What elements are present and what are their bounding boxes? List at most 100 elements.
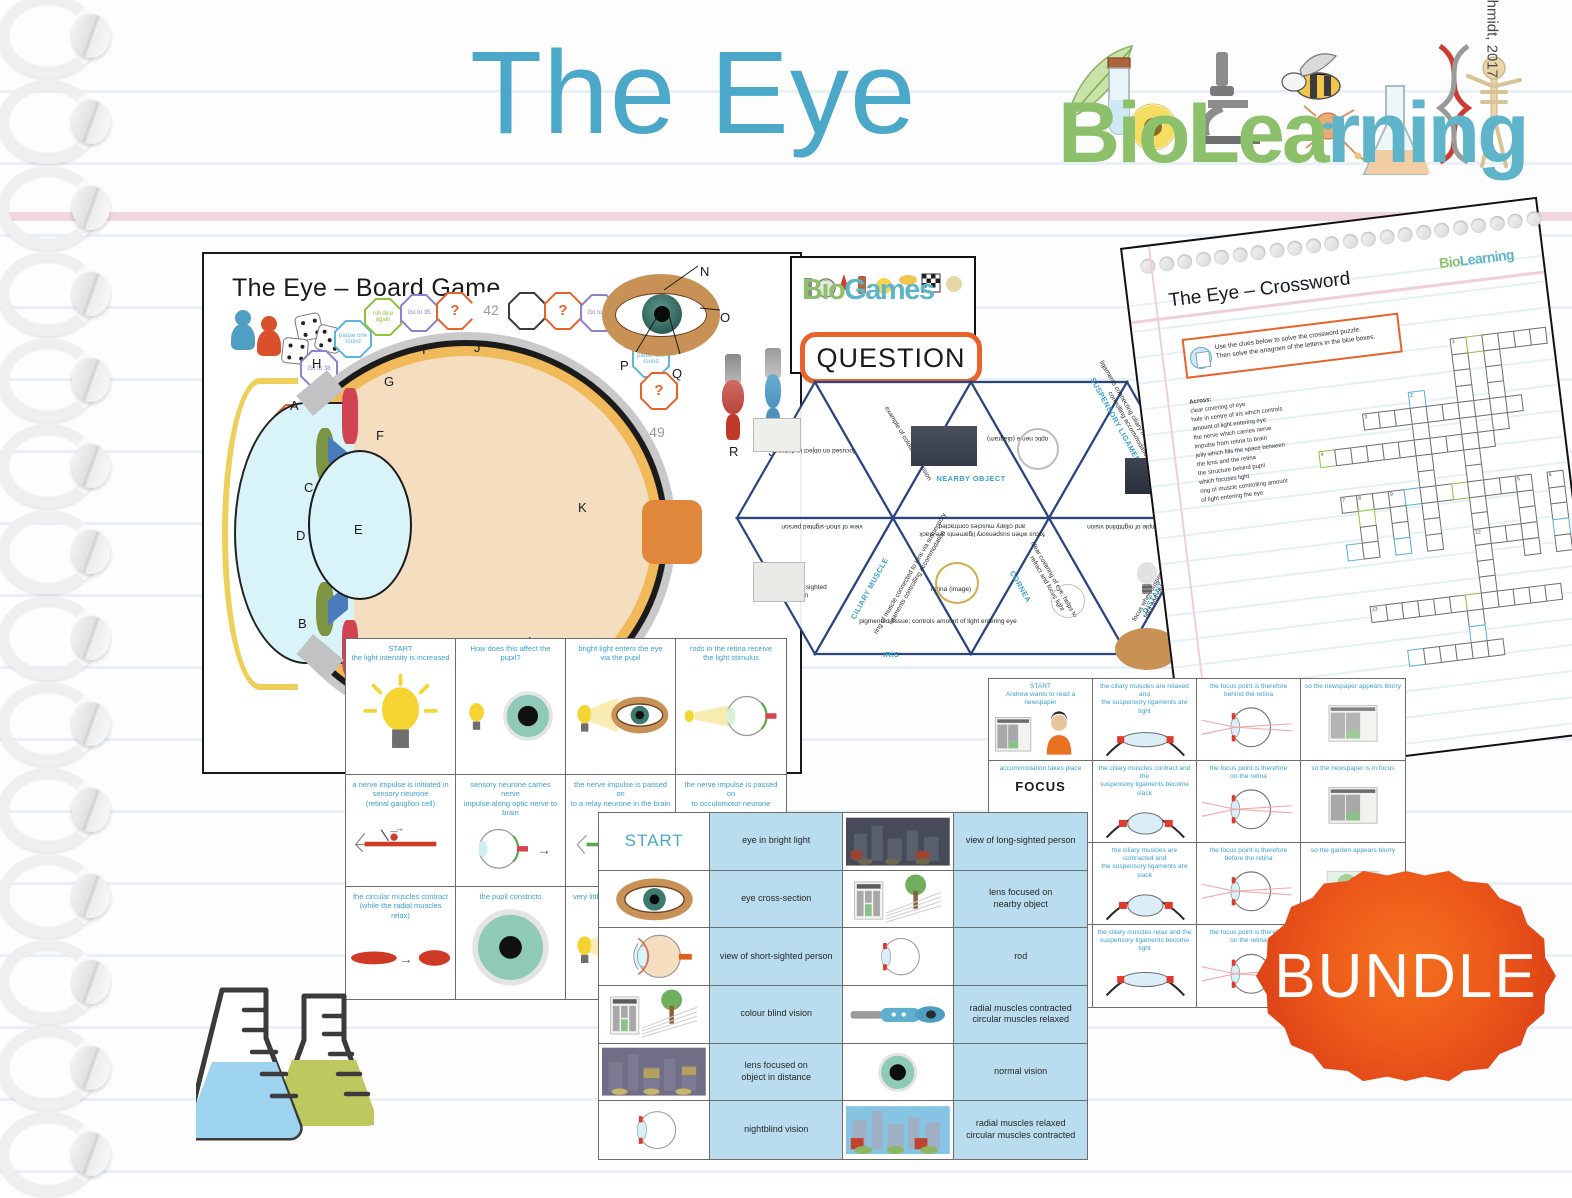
loop-cell-text[interactable]: radial muscles relaxed circular muscles …: [954, 1101, 1087, 1159]
margin-line: [0, 212, 1572, 221]
sequence-card-text: bright light enters the eye via the pupi…: [578, 644, 663, 663]
crossword-cell[interactable]: [1544, 582, 1564, 602]
board-space-label: pause one round: [336, 322, 370, 356]
sequence-card[interactable]: sensory neurone carries nerve impulse al…: [456, 774, 566, 887]
sequence-card[interactable]: the circular muscles contract (while the…: [346, 886, 456, 999]
board-space-label: ?: [642, 374, 676, 408]
board-space-num[interactable]: 42: [472, 292, 510, 330]
loop-cell-image[interactable]: [599, 928, 711, 986]
loop-cell-text[interactable]: lens focused on nearby object: [954, 870, 1087, 929]
board-space-q[interactable]: ?: [436, 292, 474, 330]
accommodation-card-art-lens-round: [1096, 880, 1193, 924]
board-space-pause[interactable]: pause one round: [334, 320, 372, 358]
sequence-card-text: the nerve impulse is passed on to a rela…: [570, 779, 671, 808]
sequence-card[interactable]: the pupil constricts: [456, 886, 566, 999]
loop-cell-image[interactable]: [843, 928, 955, 986]
loop-cell-start[interactable]: START: [599, 813, 711, 871]
crossword-cell[interactable]: [1393, 536, 1413, 556]
crossword-cell[interactable]: [1425, 532, 1445, 552]
loop-cell-text[interactable]: nightblind vision: [710, 1101, 843, 1159]
accommodation-card[interactable]: the ciliary muscles relax and the suspen…: [1093, 925, 1197, 1007]
diagram-label-H: H: [312, 356, 322, 371]
diagram-label-J: J: [474, 340, 481, 355]
loop-cell-image[interactable]: [843, 870, 955, 929]
loop-cell-text[interactable]: lens focused on object in distance: [710, 1043, 843, 1102]
loop-cell-image[interactable]: [599, 1101, 711, 1159]
sequence-card-text: START the light intensity is increased: [351, 644, 450, 663]
loop-cell-text[interactable]: rod: [954, 928, 1087, 986]
bundle-badge: BUNDLE: [1256, 826, 1556, 1126]
accommodation-card[interactable]: so the newspaper is in focus: [1301, 761, 1405, 843]
loop-cell-image[interactable]: [843, 1101, 955, 1159]
board-space-goto[interactable]: Go to 35: [400, 294, 438, 332]
accommodation-card-art-lens-round: [1096, 798, 1193, 842]
loop-cell-image[interactable]: [599, 1043, 711, 1102]
tarsia-statement-15: pigmented tissue; controls amount of lig…: [859, 618, 1017, 625]
question-card[interactable]: QUESTION: [800, 332, 982, 384]
dna-icon: [1435, 44, 1473, 164]
front-eye-label-N: N: [700, 264, 710, 279]
loop-cell-text[interactable]: colour blind vision: [710, 986, 843, 1044]
crossword-cell[interactable]: [1361, 540, 1381, 560]
accommodation-card[interactable]: START Andrew wants to read a newspaper: [989, 679, 1093, 761]
accommodation-card[interactable]: the focus point is therefore before the …: [1197, 843, 1301, 925]
board-space-q[interactable]: ?: [640, 372, 678, 410]
crossword-cell[interactable]: [1490, 411, 1510, 431]
loop-cell-image[interactable]: [599, 986, 711, 1044]
sequence-card-text: the pupil constricts: [479, 891, 542, 901]
spiral-ring: [0, 1026, 116, 1112]
board-space-roll[interactable]: roll dice again: [364, 298, 402, 336]
loop-cell-image[interactable]: [843, 813, 955, 871]
accommodation-card[interactable]: the ciliary muscles contract and the sus…: [1093, 761, 1197, 843]
sequence-card[interactable]: rods in the retina receive the light sti…: [676, 639, 786, 775]
sequence-card[interactable]: START the light intensity is increased: [346, 639, 456, 775]
rod-cell-icon: [722, 354, 744, 440]
accommodation-card[interactable]: the focus point is therefore behind the …: [1197, 679, 1301, 761]
crossword-cell[interactable]: [1486, 638, 1506, 658]
crossword-cell[interactable]: [1477, 429, 1497, 449]
rule-line: [0, 1170, 1572, 1173]
accommodation-card[interactable]: the ciliary muscles are contracted and t…: [1093, 843, 1197, 925]
crossword-cell[interactable]: [1528, 326, 1548, 346]
board-space-q[interactable]: ?: [544, 292, 582, 330]
sequence-card[interactable]: How does this affect the pupil?: [456, 639, 566, 775]
loop-cell-image[interactable]: [843, 986, 955, 1044]
accommodation-card[interactable]: the ciliary muscles are relaxed and the …: [1093, 679, 1197, 761]
punch-hole: [1286, 239, 1304, 257]
clipboard-icon: [1188, 345, 1214, 371]
crossword-cell[interactable]: [1522, 537, 1542, 556]
punch-hole: [1304, 237, 1322, 255]
sequence-card[interactable]: a nerve impulse is initiated in sensory …: [346, 774, 456, 887]
diagram-label-A: A: [290, 398, 299, 413]
board-space-plain[interactable]: [508, 292, 546, 330]
accommodation-card-text: so the newspaper appears blurry: [1304, 683, 1402, 690]
sequence-card-text: the circular muscles contract (while the…: [352, 891, 449, 920]
diagram-label-K: K: [578, 500, 587, 515]
accommodation-card-text: START Andrew wants to read a newspaper: [1005, 683, 1076, 707]
loop-cell-image[interactable]: [599, 870, 711, 929]
crossword-cell[interactable]: [1554, 533, 1572, 553]
diagram-label-E: E: [354, 522, 363, 537]
sequence-card[interactable]: bright light enters the eye via the pupi…: [566, 639, 676, 775]
diagram-label-I: I: [422, 342, 426, 357]
bundle-badge-label: BUNDLE: [1274, 941, 1538, 1011]
accommodation-card[interactable]: so the newspaper appears blurry: [1301, 679, 1405, 761]
loop-cell-text[interactable]: view of long-sighted person: [954, 813, 1087, 871]
sequence-card-art-bulb: [350, 663, 451, 769]
loop-cell-text[interactable]: normal vision: [954, 1043, 1087, 1102]
accommodation-card[interactable]: the focus point is therefore on the reti…: [1197, 761, 1301, 843]
diagram-label-B: B: [298, 616, 307, 631]
punch-hole: [1341, 233, 1359, 250]
crossword-cell[interactable]: [1504, 394, 1524, 414]
board-space-label: Go to 35: [402, 296, 436, 330]
loop-cell-text[interactable]: radial muscles contracted circular muscl…: [954, 986, 1087, 1044]
loop-cell-text[interactable]: view of short-sighted person: [710, 928, 843, 986]
loop-cell-image[interactable]: [843, 1043, 955, 1102]
loop-cell-text[interactable]: eye cross-section: [710, 870, 843, 929]
loop-cell-text[interactable]: eye in bright light: [710, 813, 843, 871]
diagram-label-D: D: [296, 528, 306, 543]
loop-cell-label: eye cross-section: [741, 893, 812, 904]
